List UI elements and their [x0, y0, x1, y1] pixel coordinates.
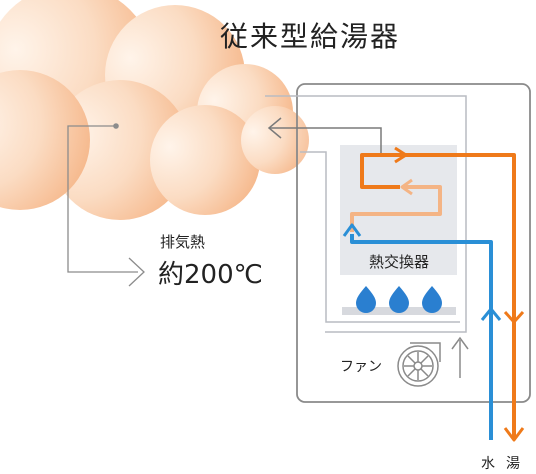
flame-icon [356, 286, 376, 313]
exhaust-cloud [0, 0, 309, 220]
heat-exchanger-block [340, 145, 457, 275]
fan-label: ファン [340, 359, 382, 375]
burner-flames [356, 286, 442, 313]
temperature-label: 約200℃ [158, 260, 263, 290]
warm-water-loop [350, 178, 442, 232]
fan-icon [397, 342, 441, 387]
cold-water-pipe [342, 223, 502, 440]
exhaust-heat-label: 排気熱 [160, 233, 205, 251]
flame-icon [422, 286, 442, 313]
water-label: 水 [481, 456, 495, 472]
heat-exchanger-label: 熱交換器 [369, 253, 429, 271]
up-arrow-icon [451, 336, 469, 378]
exhaust-line [267, 117, 382, 157]
flame-icon [389, 286, 409, 313]
hot-water-pipe [360, 146, 525, 442]
hot-water-label: 湯 [506, 455, 520, 472]
page-title: 従来型給湯器 [220, 20, 400, 53]
exhaust-pointer [67, 123, 145, 287]
inner-duct [265, 95, 467, 333]
